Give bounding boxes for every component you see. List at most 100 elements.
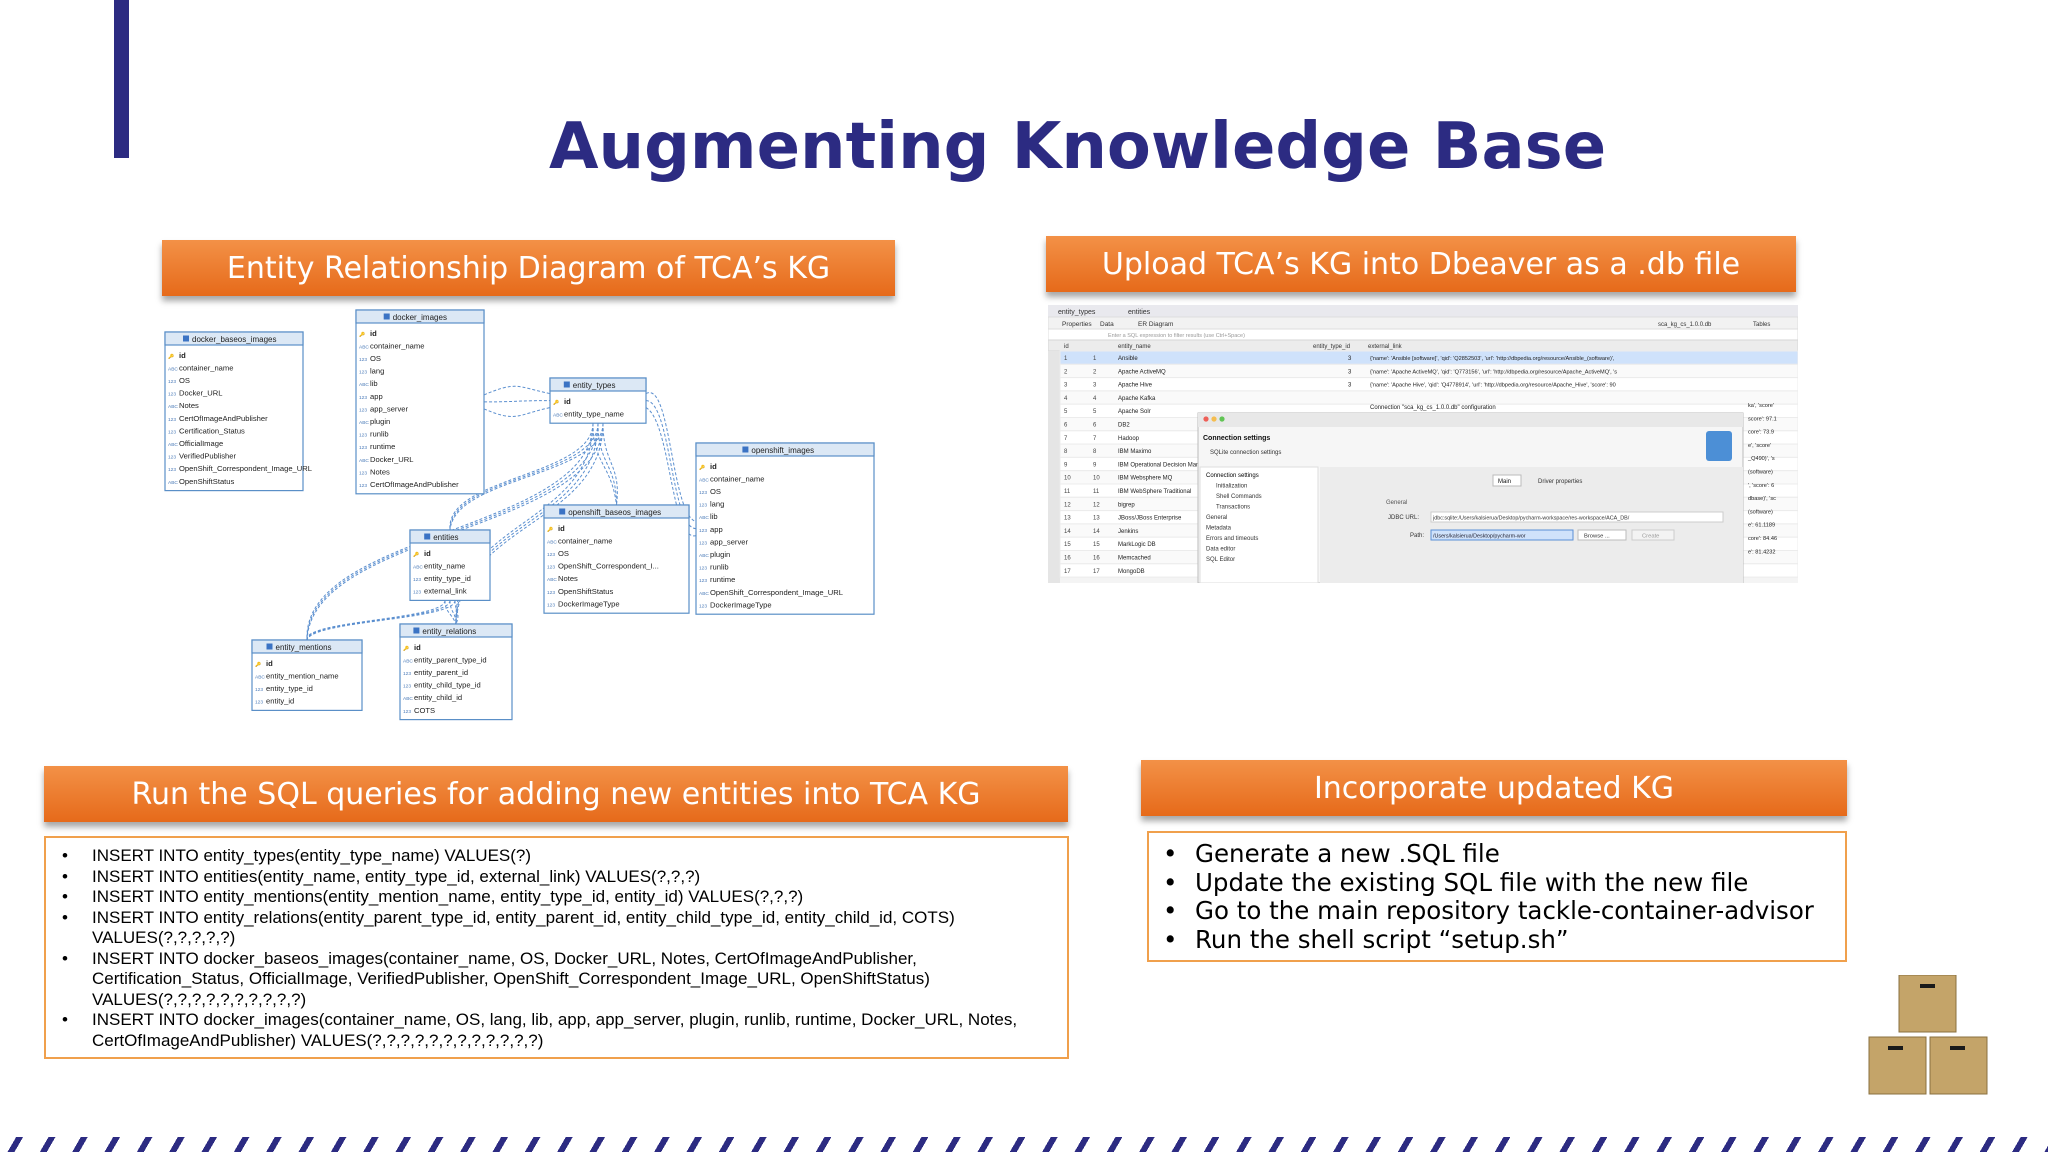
connection-config-title: Connection "sca_kg_cs_1.0.0.db" configur… <box>1370 405 1496 411</box>
column-type-icon: 🔑 <box>699 464 705 471</box>
er-table-header <box>164 331 304 346</box>
er-table-header <box>399 623 513 638</box>
er-column: id <box>179 351 186 360</box>
grid-cell-id: 3 <box>1093 383 1097 389</box>
settings-tree-item: SQL Editor <box>1206 557 1235 563</box>
table-icon <box>183 335 189 342</box>
column-type-icon: 123 <box>547 565 555 571</box>
er-table-name: docker_baseos_images <box>192 335 277 344</box>
column-type-icon: ABC <box>403 658 413 664</box>
dialog-titlebar <box>1198 413 1743 427</box>
er-column: entity_type_id <box>266 684 313 693</box>
settings-tree-item: General <box>1206 515 1227 521</box>
er-relationship-line <box>592 423 617 506</box>
er-table-name: entity_mentions <box>276 643 332 652</box>
accent-bar <box>114 0 129 158</box>
column-type-icon: 🔑 <box>255 661 261 668</box>
er-column: runtime <box>710 575 735 584</box>
table-icon <box>413 627 420 634</box>
settings-tree-item: Metadata <box>1206 526 1232 532</box>
er-column: VerifiedPublisher <box>179 452 236 461</box>
er-column: external_link <box>424 587 467 596</box>
sql-query-item: INSERT INTO entity_types(entity_type_nam… <box>62 846 1057 867</box>
grid-cell-link-fragment: (software) <box>1748 470 1773 476</box>
er-relationship-line <box>449 423 594 531</box>
er-relationship-line <box>483 385 551 396</box>
er-relationship-line <box>455 423 594 625</box>
grid-cell-name: Apache Solr <box>1118 409 1151 415</box>
er-column: entity_child_type_id <box>414 681 481 690</box>
column-type-icon: 🔑 <box>168 353 174 360</box>
dbeaver-banner: Upload TCA’s KG into Dbeaver as a .db fi… <box>1046 236 1796 292</box>
tab-main <box>1492 474 1522 487</box>
jdbc-url-value: jdbc:sqlite:/Users/kalsierua/Desktop/pyc… <box>1432 516 1630 522</box>
column-type-icon: ABC <box>699 477 709 483</box>
er-relationship-line <box>449 600 457 625</box>
er-relationship-line <box>602 423 618 506</box>
er-column: runlib <box>370 430 389 439</box>
column-type-icon: ABC <box>413 564 423 570</box>
column-type-icon: 123 <box>403 709 411 715</box>
er-column: OfficialImage <box>179 439 223 448</box>
column-type-icon: 123 <box>168 417 176 423</box>
er-table-header <box>543 504 690 519</box>
er-column: lang <box>710 500 724 509</box>
grid-column-header: external_link <box>1368 344 1403 350</box>
er-column: OS <box>179 376 190 385</box>
er-column: container_name <box>710 474 764 483</box>
create-label: Create <box>1642 534 1659 540</box>
er-column: id <box>564 397 571 406</box>
create-button <box>1631 529 1675 541</box>
table-icon <box>559 508 566 515</box>
er-column: plugin <box>710 550 730 559</box>
grid-cell-id: 1 <box>1093 356 1097 362</box>
settings-tree-item: Shell Commands <box>1216 494 1262 500</box>
grid-cell-id: 2 <box>1093 369 1097 375</box>
column-type-icon: 🔑 <box>403 645 409 652</box>
browse-button <box>1577 529 1627 541</box>
er-column: app_server <box>710 537 748 546</box>
grid-cell-link-fragment: e', 'score' <box>1748 443 1771 449</box>
column-type-icon: ABC <box>359 382 369 388</box>
tables-label: Tables <box>1753 322 1770 328</box>
er-column: Notes <box>370 467 390 476</box>
column-type-icon: 123 <box>168 467 176 473</box>
sql-query-item: INSERT INTO entity_relations(entity_pare… <box>62 908 1057 949</box>
column-type-icon: 123 <box>255 687 263 693</box>
grid-cell-id: 15 <box>1093 542 1100 548</box>
settings-tree-item: Transactions <box>1216 505 1250 511</box>
column-type-icon: 123 <box>359 433 367 439</box>
column-type-icon: 123 <box>699 528 707 534</box>
editor-tab: entity_types <box>1058 309 1096 316</box>
er-column: OS <box>370 354 381 363</box>
column-type-icon: 🔑 <box>413 551 419 558</box>
jdbc-url-field <box>1430 511 1724 523</box>
er-relationship-line <box>455 423 604 625</box>
settings-content <box>1320 467 1743 583</box>
column-type-icon: 🔑 <box>359 331 365 338</box>
er-relationship-line <box>454 600 459 625</box>
er-relationship-line <box>645 407 697 537</box>
er-column: id <box>558 524 565 533</box>
er-column: entity_type_id <box>424 574 471 583</box>
column-type-icon: 123 <box>699 578 707 584</box>
grid-header <box>1048 339 1798 352</box>
grid-cell-link: {'name': 'Ansible [software]', 'qid': 'Q… <box>1370 356 1615 362</box>
grid-row-number: 12 <box>1064 502 1071 508</box>
column-type-icon: 123 <box>359 370 367 376</box>
er-relationship-line <box>306 600 456 641</box>
grid-cell-id: 13 <box>1093 516 1100 522</box>
er-column: Docker_URL <box>179 389 222 398</box>
grid-cell-id: 9 <box>1093 462 1097 468</box>
er-table-box <box>164 331 304 492</box>
window-control <box>1203 416 1209 422</box>
grid-row-number: 14 <box>1064 529 1071 535</box>
grid-cell-id: 16 <box>1093 556 1100 562</box>
er-column: OS <box>710 487 721 496</box>
grid-row-number: 11 <box>1064 489 1071 495</box>
column-type-icon: ABC <box>168 404 178 410</box>
er-relationship-line <box>444 600 457 625</box>
grid-column-header: entity_type_id <box>1313 344 1350 350</box>
